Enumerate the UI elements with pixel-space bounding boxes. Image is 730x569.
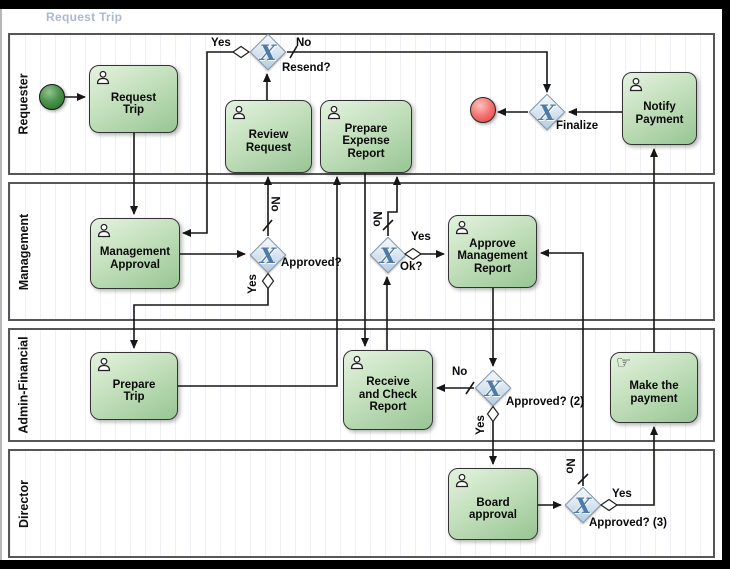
exclusive-gateway-x-icon: X [538,99,556,125]
user-icon [350,355,364,370]
lane-admin-financial-label: Admin-Financial [17,336,32,434]
gateway-approved-label: Approved? [281,257,342,269]
gateway-ok-label: Ok? [400,261,423,273]
start-event[interactable] [39,84,65,110]
task-request-trip[interactable]: Request Trip [89,65,178,133]
gateway-approved3[interactable]: X [564,486,602,524]
task-review-request[interactable]: Review Request [225,100,312,173]
left-edge-line [0,9,2,560]
lane-director-label-wrap: Director [10,451,38,556]
user-icon [96,70,110,85]
task-notify-payment-label: Notify Payment [635,101,684,126]
task-prepare-expense-report[interactable]: Prepare Expense Report [320,100,412,173]
gateway-resend-label: Resend? [282,62,331,74]
task-board-approval-label: Board approval [469,496,517,521]
window-bottom-bar [0,560,730,569]
flow-label-approved2-yes: Yes [474,415,487,435]
user-icon [629,77,643,92]
window-right-bar [722,0,730,569]
flow-label-resend-yes: Yes [211,37,231,49]
lane-admin-financial-label-wrap: Admin-Financial [10,330,38,440]
flow-label-approved-no: No [269,196,281,212]
user-icon [97,357,111,372]
lane-director: Director [8,449,715,558]
task-review-request-label: Review Request [245,129,292,154]
exclusive-gateway-x-icon: X [259,39,277,65]
task-prepare-trip-label: Prepare Trip [112,378,156,403]
task-receive-and-check-report[interactable]: Receive and Check Report [343,350,433,430]
flow-label-approved-yes: Yes [246,274,259,294]
flow-label-ok-yes: Yes [411,231,431,243]
task-request-trip-label: Request Trip [110,91,157,116]
user-icon [232,105,246,120]
user-icon [455,220,469,235]
manual-task-hand-icon: ☞ [616,353,632,373]
task-make-the-payment-label: Make the payment [629,380,679,405]
exclusive-gateway-x-icon: X [484,375,502,401]
gateway-approved3-label: Approved? (3) [589,517,667,529]
flow-label-approved3-yes: Yes [612,488,632,500]
task-receive-and-check-report-label: Receive and Check Report [358,376,418,414]
window-top-bar [0,0,730,9]
user-icon [455,473,469,488]
gateway-approved2[interactable]: X [474,369,512,407]
gateway-finalize[interactable]: X [528,93,566,131]
end-event[interactable] [470,97,496,123]
exclusive-gateway-x-icon: X [379,242,397,268]
task-approve-management-report-label: Approve Management Report [457,237,528,275]
task-management-approval[interactable]: Management Approval [90,218,180,289]
lane-director-label: Director [17,479,31,528]
task-notify-payment[interactable]: Notify Payment [622,72,697,145]
gateway-approved2-label: Approved? (2) [506,396,584,408]
gateway-finalize-label: Finalize [556,120,599,132]
lane-requester-label-wrap: Requester [10,35,38,173]
gateway-resend[interactable]: X [249,33,287,71]
lane-management-label: Management [17,213,31,290]
user-icon [97,223,111,238]
user-icon [327,105,341,120]
task-make-the-payment[interactable]: ☞ Make the payment [610,352,698,423]
flow-label-approved2-no: No [452,366,468,378]
diagram-title[interactable]: Request Trip [46,10,123,24]
lane-management-label-wrap: Management [10,184,38,319]
lane-management: Management [8,182,715,321]
lane-requester-label: Requester [17,73,32,135]
task-prepare-trip[interactable]: Prepare Trip [90,352,178,420]
task-management-approval-label: Management Approval [99,246,171,271]
flow-label-ok-no: No [371,211,383,227]
flow-label-approved3-no: No [564,458,576,474]
task-prepare-expense-report-label: Prepare Expense Report [342,122,390,160]
task-approve-management-report[interactable]: Approve Management Report [448,215,537,288]
task-board-approval[interactable]: Board approval [448,468,538,540]
flow-label-resend-no: No [296,37,312,49]
gateway-ok[interactable]: X [369,236,407,274]
exclusive-gateway-x-icon: X [574,492,592,518]
